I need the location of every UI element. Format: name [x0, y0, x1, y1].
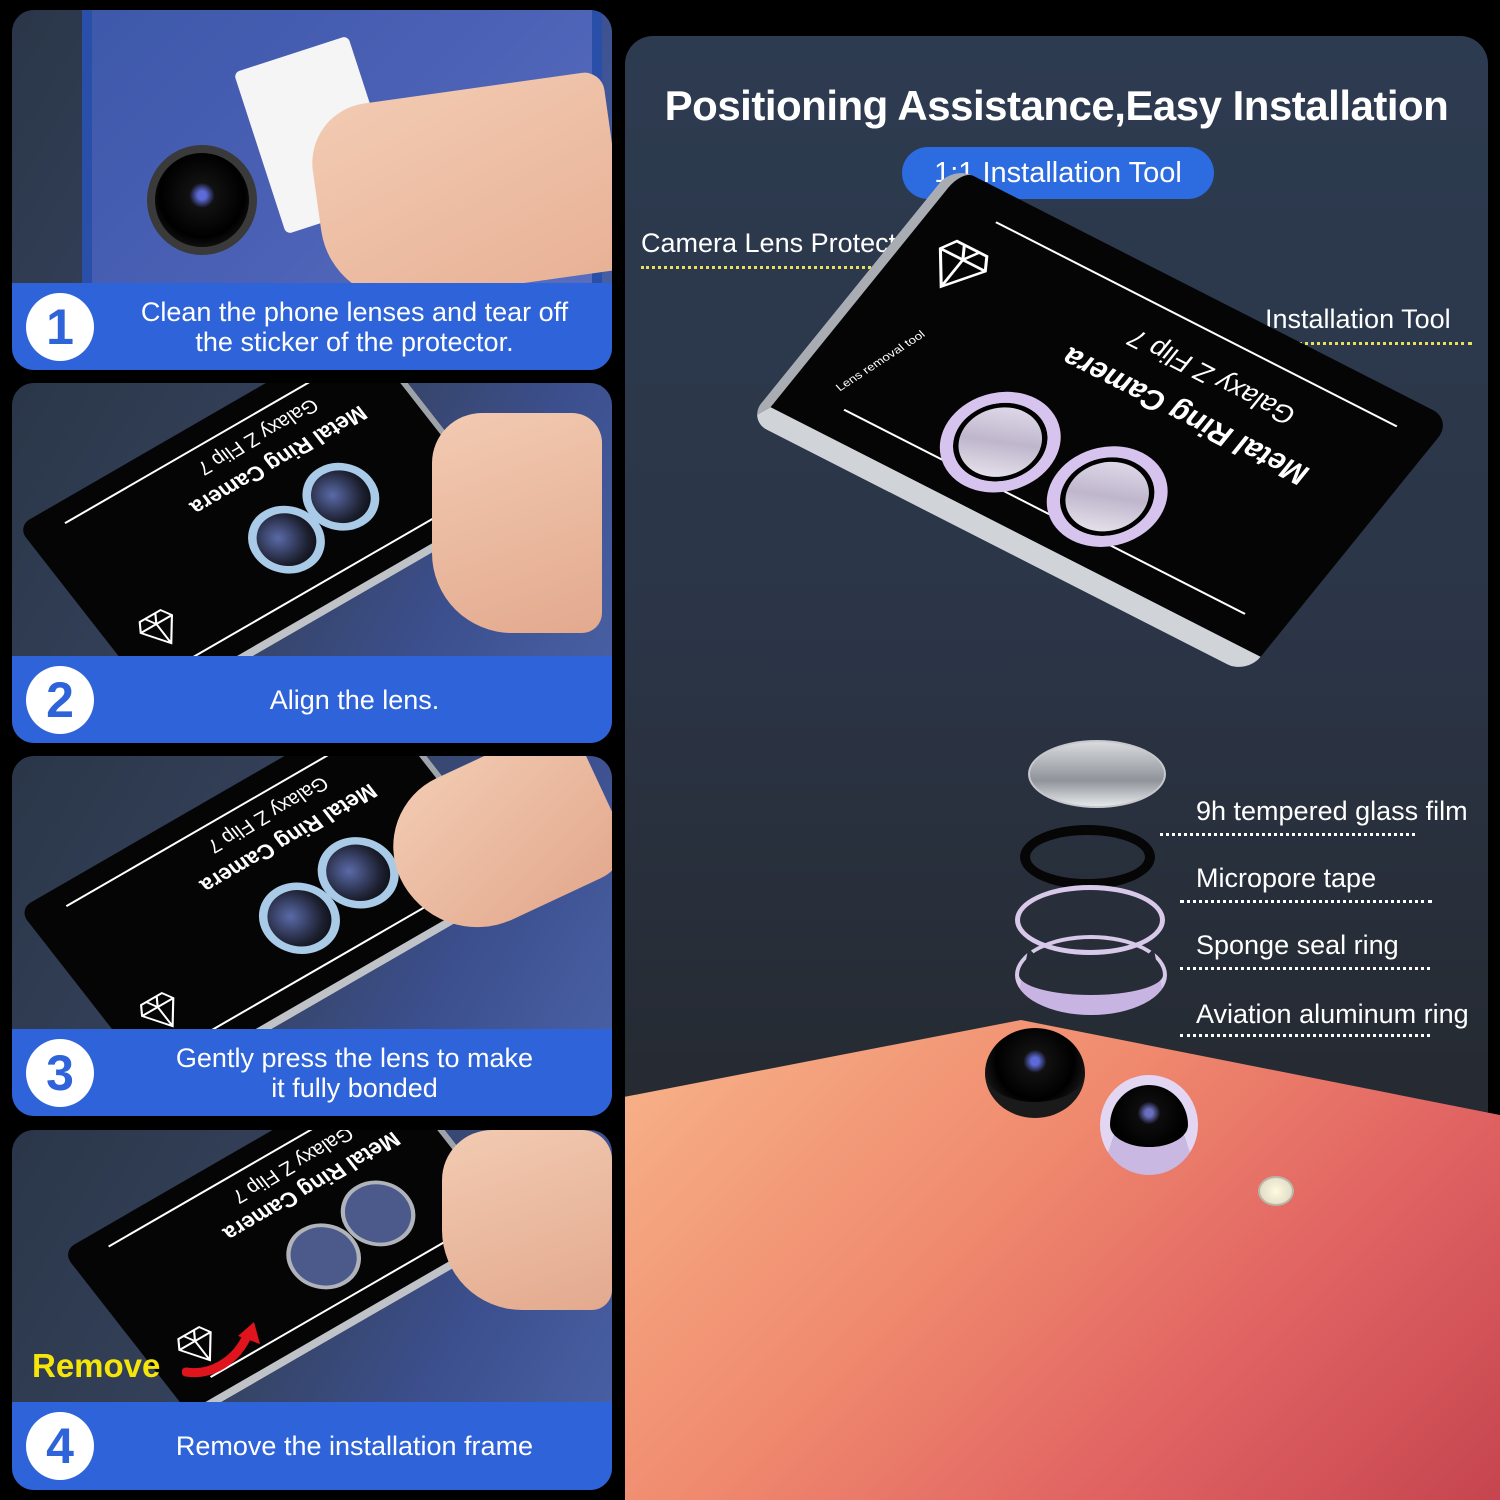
step-2-card: Metal Ring Camera Galaxy Z Flip 7 2 Alig… — [12, 383, 612, 743]
installation-tool-card: Metal Ring Camera Galaxy Z Flip 7 — [62, 1130, 522, 1419]
step-2-text: Align the lens. — [269, 684, 440, 715]
camera-lens — [147, 145, 257, 255]
step-1-text: Clean the phone lenses and tear off the … — [140, 296, 569, 357]
step-1-illustration — [12, 10, 612, 350]
step-4-illustration: Metal Ring Camera Galaxy Z Flip 7 Remove — [12, 1130, 612, 1419]
step-number-badge: 3 — [26, 1038, 94, 1107]
phone-flash — [1258, 1176, 1294, 1206]
remove-callout: Remove — [32, 1347, 161, 1384]
leader-line-sponge — [1180, 967, 1430, 970]
panel-title: Positioning Assistance,Easy Installation — [664, 82, 1449, 129]
step-4-caption: 4 Remove the installation frame — [12, 1402, 612, 1490]
diamond-logo-icon — [139, 991, 175, 1028]
step-4-text: Remove the installation frame — [175, 1431, 534, 1461]
phone-camera-lens — [985, 1028, 1085, 1118]
aluminum-ring-layer — [1015, 935, 1167, 1015]
card-edge-text: Lens removal tool — [832, 327, 928, 394]
step-4-card: Metal Ring Camera Galaxy Z Flip 7 Remove… — [12, 1130, 612, 1490]
step-1-card: 1 Clean the phone lenses and tear off th… — [12, 10, 612, 370]
installation-tool-card-large: Metal Ring Camera Galaxy Z Flip 7 Lens r… — [747, 165, 1453, 675]
step-3-text: Gently press the lens to make it fully b… — [175, 1042, 534, 1103]
installed-lens-protector — [1100, 1075, 1198, 1175]
tempered-glass-layer — [1028, 740, 1166, 808]
label-camera-lens-protector: Camera Lens Protector — [641, 228, 921, 258]
step-2-caption: 2 Align the lens. — [12, 656, 612, 743]
installation-tool-card: Metal Ring Camera Galaxy Z Flip 7 — [18, 756, 526, 1093]
step-number-badge: 1 — [26, 292, 94, 361]
layer-label-sponge: Sponge seal ring — [1196, 930, 1399, 960]
installation-tool-card: Metal Ring Camera Galaxy Z Flip 7 — [17, 383, 507, 710]
label-installation-tool: Installation Tool — [1265, 304, 1451, 334]
diamond-logo-icon — [138, 608, 174, 645]
curved-arrow-icon — [182, 1322, 260, 1378]
step-number-badge: 2 — [26, 665, 94, 734]
layer-label-tape: Micropore tape — [1196, 863, 1377, 893]
hand — [432, 413, 602, 633]
leader-line-protector — [641, 266, 966, 269]
diamond-logo-icon — [938, 239, 989, 289]
hand — [442, 1130, 612, 1310]
leader-line-glass — [1160, 833, 1415, 836]
step-3-illustration: Metal Ring Camera Galaxy Z Flip 7 — [12, 756, 612, 1093]
step-1-caption: 1 Clean the phone lenses and tear off th… — [12, 283, 612, 370]
diamond-logo-icon — [177, 1325, 212, 1362]
step-2-illustration: Metal Ring Camera Galaxy Z Flip 7 — [12, 383, 612, 710]
step-3-caption: 3 Gently press the lens to make it fully… — [12, 1029, 612, 1116]
hand — [304, 70, 612, 310]
leader-line-aluminum — [1180, 1034, 1430, 1037]
micropore-tape-layer — [1020, 825, 1155, 889]
layer-label-aluminum: Aviation aluminum ring — [1196, 999, 1469, 1029]
step-3-card: Metal Ring Camera Galaxy Z Flip 7 3 Gent… — [12, 756, 612, 1116]
leader-line-tape — [1180, 900, 1432, 903]
layer-label-glass: 9h tempered glass film — [1196, 796, 1468, 826]
leader-line-tool — [1232, 342, 1472, 345]
step-number-badge: 4 — [26, 1412, 94, 1480]
